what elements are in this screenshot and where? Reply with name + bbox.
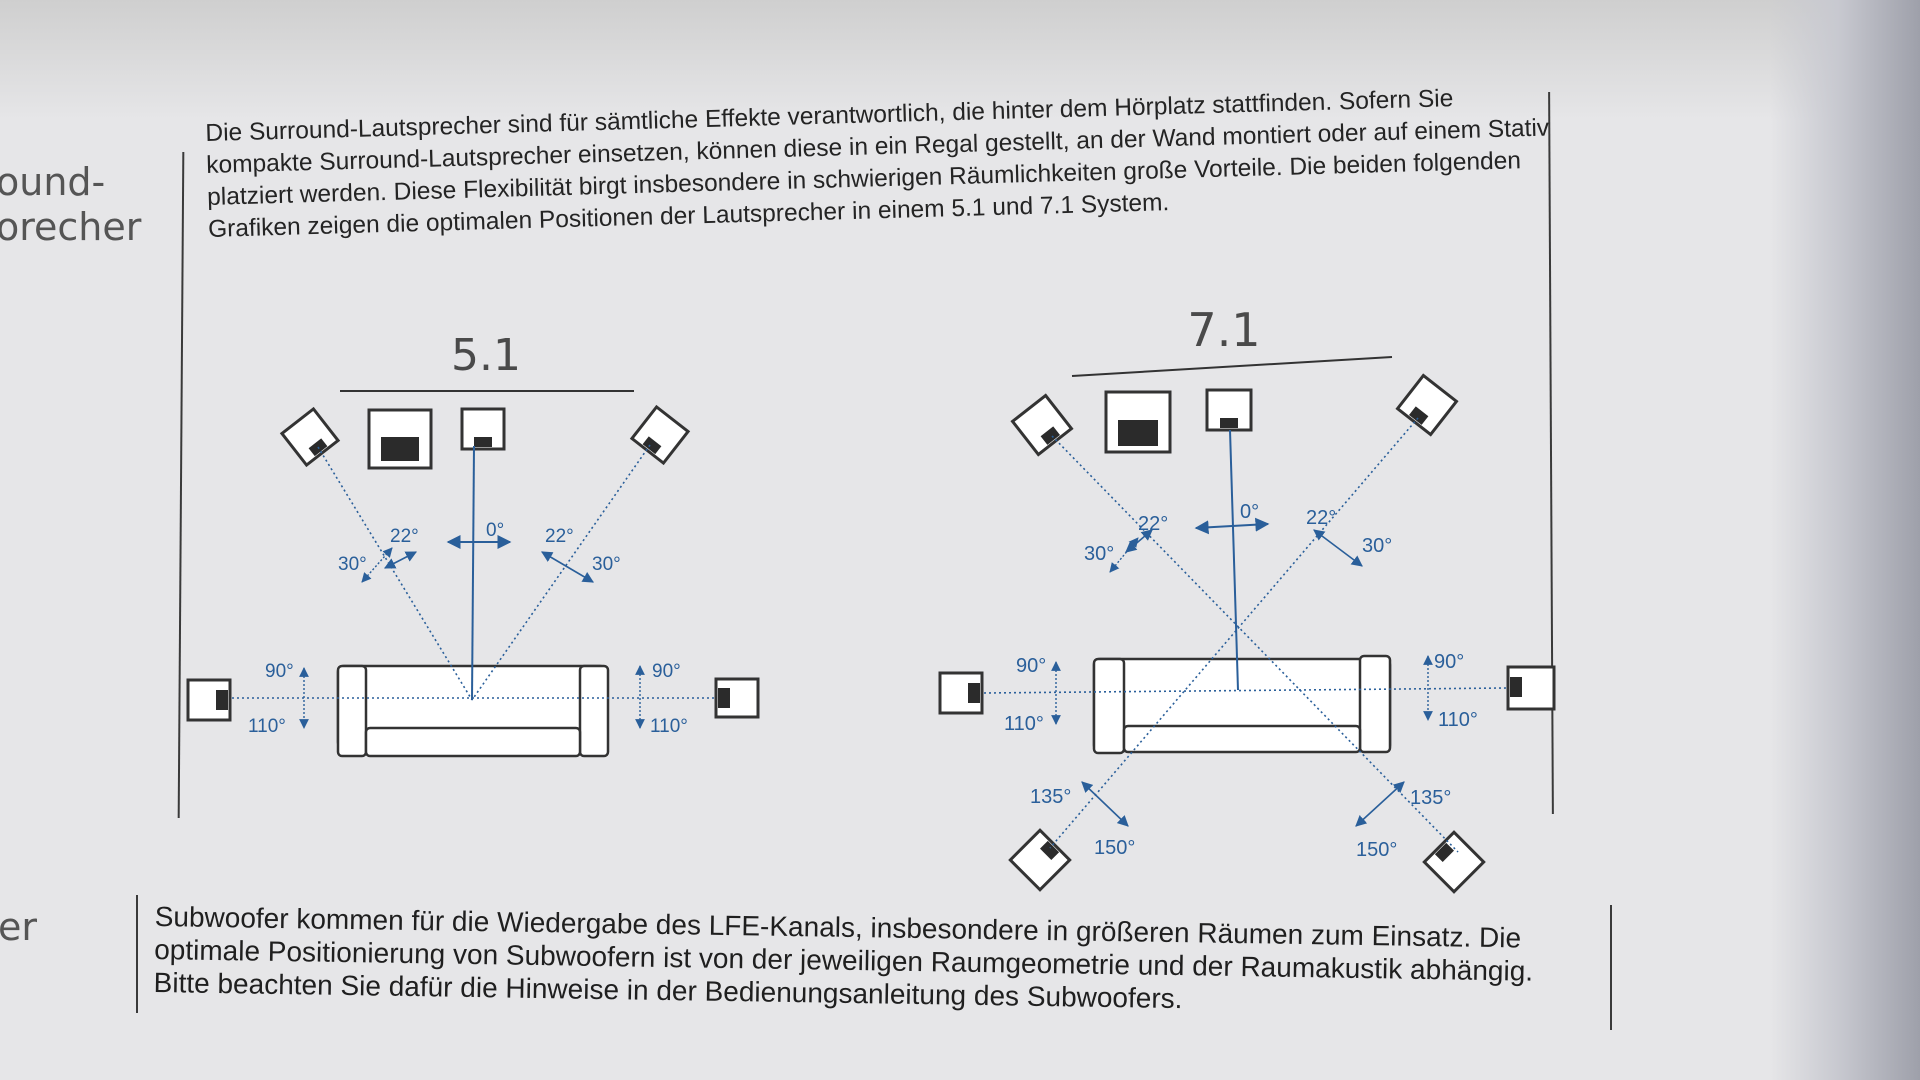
angle-label: 22° [545, 526, 574, 547]
speaker-front-center-icon [1205, 388, 1253, 432]
diagram-7-1: 7.1 [938, 303, 1556, 894]
angle-label: 90° [1434, 651, 1464, 673]
angle-label: 30° [1362, 535, 1392, 557]
title-rule [1071, 356, 1393, 377]
speaker-front-left-icon [1010, 393, 1074, 457]
angle-label: 135° [1410, 787, 1451, 809]
angle-label: 135° [1030, 786, 1071, 808]
side-heading-subwoofer: er [0, 905, 38, 949]
angle-label: 110° [1438, 709, 1478, 731]
speaker-rear-left-icon [1008, 828, 1072, 892]
angle-label: 90° [1016, 655, 1046, 677]
angle-label: 110° [248, 716, 286, 737]
angle-label: 22° [390, 526, 419, 547]
angle-label: 110° [1004, 713, 1044, 735]
diagram-title: 5.1 [451, 330, 521, 381]
center-speaker-icon [1104, 390, 1172, 454]
speaker-side-left-icon [938, 671, 984, 715]
photo-shadow [0, 0, 1920, 120]
angle-label: 150° [1356, 839, 1397, 861]
center-speaker-icon [367, 408, 433, 470]
speaker-side-left-icon [186, 678, 232, 722]
sofa [336, 664, 610, 758]
speaker-front-right-icon [1395, 373, 1459, 437]
page-curl-edge [1770, 0, 1920, 1080]
speaker-front-left-icon [279, 406, 341, 468]
angle-label: 22° [1138, 513, 1168, 535]
sofa [1092, 654, 1392, 755]
angle-label: 0° [486, 520, 504, 541]
speaker-front-center-icon [460, 407, 506, 451]
diagram-5-1: 5.1 [186, 330, 760, 758]
angle-label: 110° [650, 716, 688, 737]
side-heading-surround-line1: ound- [0, 160, 106, 204]
angle-label: 150° [1094, 837, 1135, 859]
angle-label: 30° [592, 554, 621, 575]
angle-label: 90° [265, 661, 294, 682]
speaker-rear-right-icon [1422, 830, 1486, 894]
angle-label: 0° [1240, 501, 1259, 523]
speaker-side-right-icon [1506, 665, 1556, 711]
subwoofer-rule-right [1610, 905, 1612, 1030]
side-heading-surround-line2: orecher [0, 205, 142, 249]
speaker-front-right-icon [629, 404, 691, 466]
angle-label: 90° [652, 661, 681, 682]
angle-label: 22° [1306, 507, 1336, 529]
angle-label: 30° [338, 554, 367, 575]
speaker-side-right-icon [714, 677, 760, 719]
angle-label: 30° [1084, 543, 1114, 565]
subwoofer-rule-left [136, 895, 138, 1013]
diagram-title: 7.1 [1187, 303, 1260, 357]
